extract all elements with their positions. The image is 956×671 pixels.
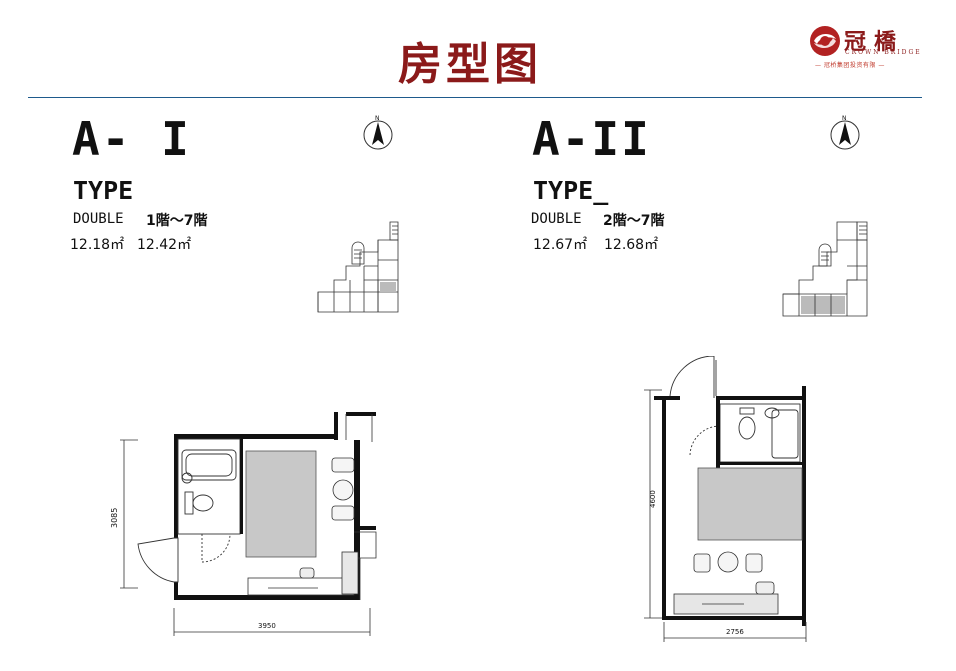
plan-a1-area-1: 12.18㎡ bbox=[70, 237, 125, 253]
plan-a1-area-2: 12.42㎡ bbox=[137, 237, 192, 253]
north-compass-icon: N bbox=[830, 115, 860, 150]
plan-a2-floors: 2階～7階 bbox=[603, 213, 665, 229]
logo-english: CROWN BRIDGE bbox=[845, 49, 922, 56]
plan-a2-code: A-II bbox=[532, 112, 651, 166]
plan-a2-area-1: 12.67㎡ bbox=[533, 237, 588, 253]
dimension-height bbox=[644, 389, 662, 619]
header-divider bbox=[28, 97, 922, 98]
plan-a1-key-plan bbox=[317, 221, 399, 313]
bed bbox=[697, 467, 803, 541]
north-compass-icon: N bbox=[363, 115, 393, 150]
compass-north-label: N bbox=[842, 115, 847, 122]
plan-a2-area-2: 12.68㎡ bbox=[604, 237, 659, 253]
table-set bbox=[331, 457, 355, 521]
entrance-door bbox=[669, 356, 717, 398]
bathroom bbox=[689, 403, 801, 463]
plan-a1-room-kind: DOUBLE bbox=[73, 211, 124, 227]
bed bbox=[245, 450, 317, 558]
compass-north-label: N bbox=[375, 115, 380, 122]
crown-bridge-logo-icon bbox=[810, 26, 840, 56]
plan-a1-code: A- I bbox=[72, 112, 191, 166]
dimension-width bbox=[173, 608, 371, 636]
page-title: 房型图 bbox=[398, 39, 542, 90]
dimension-height bbox=[120, 439, 138, 589]
dim-width-label: 3950 bbox=[258, 622, 276, 630]
dim-width-label: 2756 bbox=[726, 628, 744, 636]
dim-height-label: 3085 bbox=[110, 508, 119, 528]
plan-a2-room-kind: DOUBLE bbox=[531, 211, 582, 227]
dim-height-label: 4600 bbox=[649, 490, 657, 508]
logo-name: 冠橋 bbox=[844, 29, 905, 55]
plan-a2-type-label: TYPE_ bbox=[533, 176, 609, 205]
plan-a1-type-label: TYPE bbox=[73, 176, 134, 205]
table-set bbox=[693, 551, 763, 573]
bathroom bbox=[177, 438, 241, 563]
dimension-width bbox=[663, 622, 807, 642]
plan-a2-key-plan bbox=[782, 221, 868, 317]
logo-tagline: — 冠桥集团投资有限 — bbox=[815, 62, 885, 69]
entrance-door bbox=[137, 537, 179, 583]
plan-a2-floor-plan: 4600 2756 bbox=[644, 356, 807, 642]
plan-a1-floor-plan: 3085 bbox=[110, 412, 377, 636]
plan-a1-floors: 1階～7階 bbox=[146, 213, 208, 229]
